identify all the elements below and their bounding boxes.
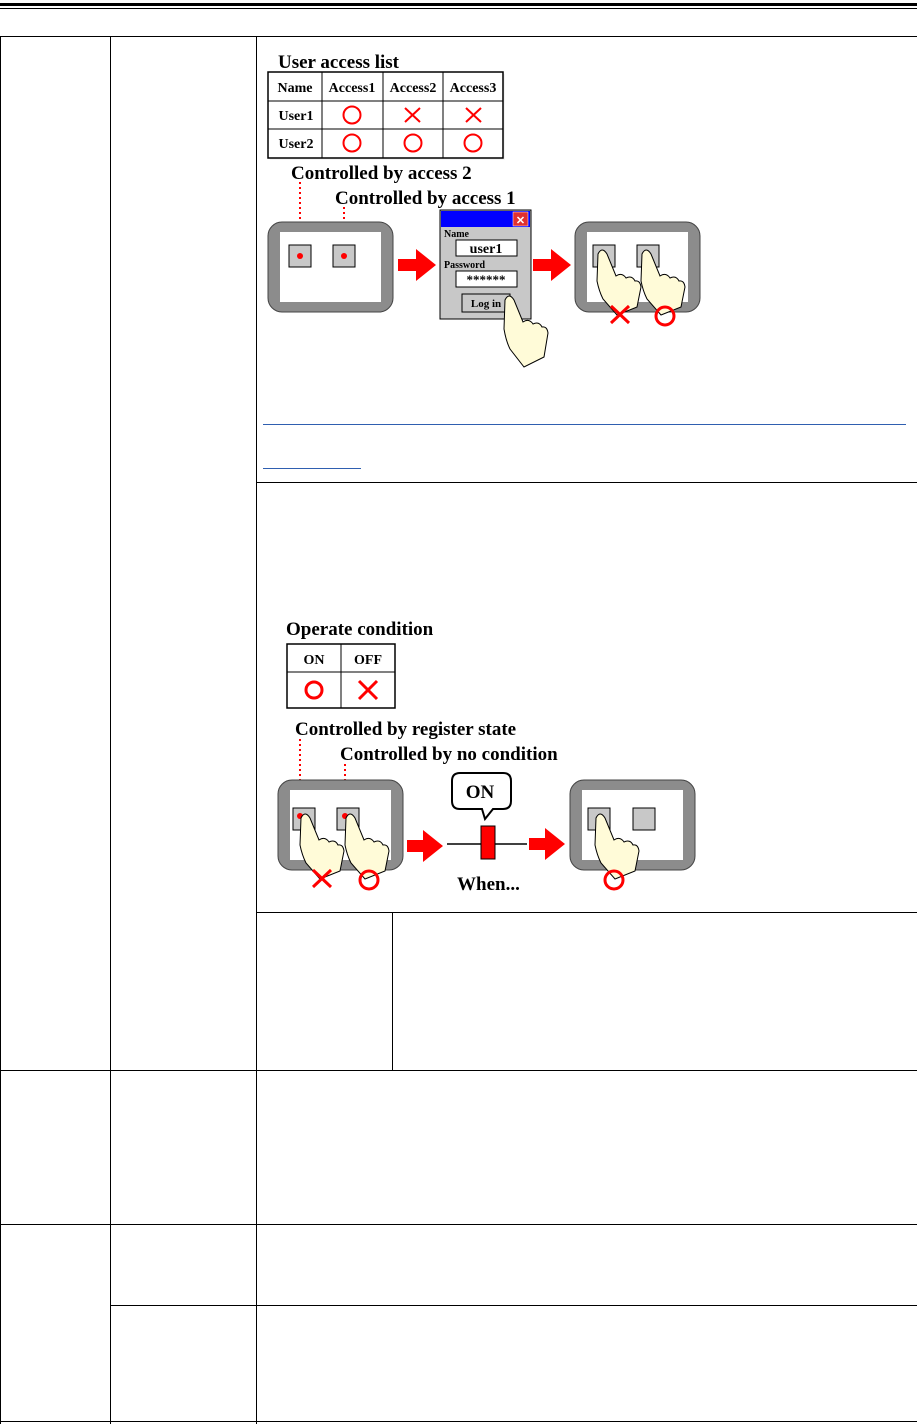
dialog-password-label: Password [444,260,486,271]
table-row-divider [0,1224,917,1225]
circle-icon [358,869,380,891]
label-controlled-access1: Controlled by access 1 [335,188,516,209]
header-access2: Access2 [390,81,437,96]
arrow-right-icon [398,249,436,281]
when-text: When... [457,874,520,895]
link-underline[interactable] [263,468,361,469]
hand-pointer-icon [503,295,549,368]
arrow-right-icon [533,249,571,281]
bubble-on-text: ON [466,782,495,803]
table-border-top [0,36,917,37]
cross-icon [465,107,482,123]
header-rule-thin [0,8,917,9]
circle-icon [403,133,423,153]
arrow-right-icon [407,830,443,862]
dialog-login-button: Log in [471,298,501,310]
dialog-name-value: user1 [470,242,503,257]
cross-icon [609,304,631,325]
circle-icon [342,133,362,153]
register-state-bar [480,825,496,860]
header-off: OFF [354,653,382,668]
arrow-right-icon [529,828,565,860]
operate-condition-table: ON OFF [286,643,396,709]
row-user1-name: User1 [279,109,314,124]
header-access1: Access1 [329,81,376,96]
login-dialog: ✕ Name user1 Password ****** Log in [439,209,532,320]
hand-pointer-icon [640,249,686,316]
hand-pointer-icon [594,813,640,880]
table-row-divider [0,1070,917,1071]
hand-pointer-icon [299,813,345,880]
circle-icon [603,869,625,891]
header-access3: Access3 [450,81,497,96]
circle-icon [654,305,676,327]
table-border-bottom [0,1421,917,1422]
label-controlled-nocondition: Controlled by no condition [340,744,558,765]
on-speech-bubble: ON [451,772,512,822]
circle-icon [304,680,324,700]
close-icon: ✕ [516,215,525,227]
hand-pointer-icon [596,249,642,316]
cross-icon [357,679,379,701]
circle-icon [342,105,362,125]
dialog-password-value: ****** [467,272,506,287]
table-subcol-divider [392,912,393,1070]
table-cell-divider [256,912,917,913]
header-rule-thick [0,3,917,6]
link-underline[interactable] [263,424,906,425]
cross-icon [311,868,333,889]
screen-panel-before [267,221,394,313]
hand-pointer-icon [344,813,390,880]
figure1-title: User access list [278,52,400,73]
label-controlled-access2: Controlled by access 2 [291,163,472,184]
figure2-title: Operate condition [286,619,434,640]
user-access-table: Name Access1 Access2 Access3 User1 User2 [267,71,505,160]
row-user2-name: User2 [279,137,314,152]
table-cell-divider [256,482,917,483]
table-cell-divider [110,1305,917,1306]
header-name: Name [278,81,313,96]
table-col-divider-1 [110,36,111,1424]
label-controlled-register: Controlled by register state [295,719,516,740]
dialog-name-label: Name [444,229,470,240]
header-on: ON [304,653,325,668]
cross-icon [404,107,421,123]
table-border-left [0,36,1,1424]
table-col-divider-2 [256,36,257,1424]
circle-icon [463,133,483,153]
